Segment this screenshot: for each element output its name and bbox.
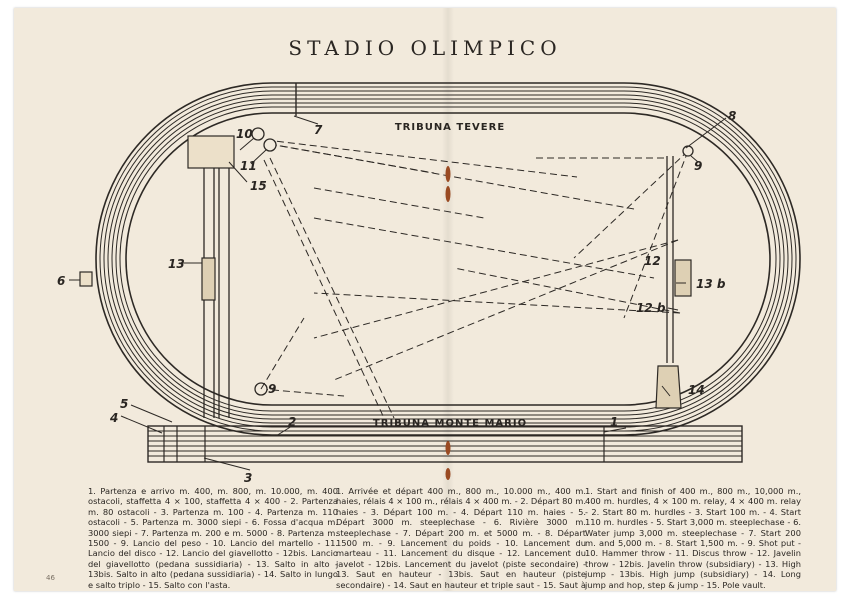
stand-tevere-label: TRIBUNA TEVERE — [395, 122, 505, 133]
marker-2: 2 — [288, 415, 296, 429]
binding-holes — [445, 166, 451, 480]
page-title: STADIO OLIMPICO — [288, 36, 562, 60]
marker-14: 14 — [688, 383, 705, 397]
center-fold — [442, 8, 454, 591]
marker-6: 6 — [57, 274, 65, 288]
legend-french: 1. Arrivée et départ 400 m., 800 m., 10.… — [336, 486, 586, 591]
marker-1: 1 — [610, 415, 618, 429]
marker-9-left: 9 — [268, 382, 276, 396]
marker-3: 3 — [244, 471, 252, 485]
marker-4: 4 — [109, 411, 118, 425]
marker-8: 8 — [728, 109, 736, 123]
pits — [79, 135, 692, 409]
marker-12b: 12 b — [636, 301, 666, 315]
throwing-circles — [251, 127, 694, 396]
marker-5: 5 — [120, 397, 128, 411]
marker-13: 13 — [168, 257, 185, 271]
throwing-sectors — [260, 139, 689, 419]
marker-11: 11 — [240, 159, 257, 173]
runways — [203, 156, 674, 418]
plan-markers: 7 8 9 10 11 15 13 6 12 13 b 12 b 14 9 1 … — [57, 109, 736, 485]
marker-12: 12 — [644, 254, 661, 268]
marker-10: 10 — [236, 127, 253, 141]
home-straight — [147, 425, 743, 463]
marker-13b: 13 b — [696, 277, 726, 291]
program-page: STADIO OLIMPICO — [14, 8, 836, 591]
legend-italian: 1. Partenza e arrivo m. 400, m. 800, m. … — [88, 486, 338, 590]
stadium-plan: TRIBUNA TEVERE TRIBUNA MONTE MARIO 7 8 — [57, 82, 801, 485]
leader-lines — [69, 115, 727, 471]
stand-monte-mario-label: TRIBUNA MONTE MARIO — [373, 418, 527, 429]
running-track — [95, 82, 801, 436]
page-number: 46 — [46, 574, 55, 582]
legend-english: 1. Start and finish of 400 m., 800 m., 1… — [585, 486, 801, 590]
marker-7: 7 — [314, 123, 323, 137]
marker-15: 15 — [250, 179, 267, 193]
marker-9-right: 9 — [694, 159, 702, 173]
